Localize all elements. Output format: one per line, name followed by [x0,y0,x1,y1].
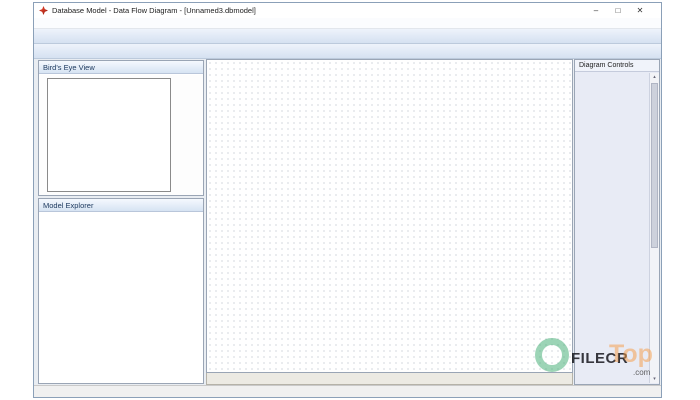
toolbar-format [34,44,661,59]
menu-bar [34,18,661,29]
palette-scrollbar[interactable]: ▴ ▾ [649,73,659,383]
diagram-tab-bar [206,373,573,385]
app-icon [39,6,48,15]
maximize-button[interactable]: □ [615,6,621,15]
flowchart [207,60,573,373]
birds-eye-page [47,78,171,192]
diagram-controls-header: Diagram Controls [575,60,659,72]
scroll-down-icon[interactable]: ▾ [653,376,656,382]
diagram-controls-panel: Diagram Controls ▴ ▾ [574,59,660,385]
birds-eye-thumbnail [48,79,170,191]
title-bar: Database Model - Data Flow Diagram - [Un… [34,3,661,18]
scroll-up-icon[interactable]: ▴ [653,74,656,80]
birds-eye-body[interactable] [39,75,203,195]
birds-eye-header: Bird's Eye View [39,61,203,74]
close-button[interactable]: ✕ [636,6,644,15]
scrollbar-thumb[interactable] [651,83,658,248]
toolbar-main [34,29,661,44]
minimize-button[interactable]: – [593,6,599,15]
status-bar [34,385,661,397]
left-column: Bird's Eye View Model Explorer [38,60,204,385]
model-explorer-header: Model Explorer [39,199,203,212]
window-title: Database Model - Data Flow Diagram - [Un… [52,6,256,15]
app-window: Database Model - Data Flow Diagram - [Un… [33,2,662,398]
main-area: Bird's Eye View Model Explorer Diagram C… [34,59,661,385]
canvas-area [206,59,573,385]
shape-palette [578,73,646,383]
model-explorer-panel: Model Explorer [38,198,204,384]
diagram-canvas[interactable] [206,59,573,373]
birds-eye-panel: Bird's Eye View [38,60,204,196]
model-explorer-tree [39,212,203,215]
